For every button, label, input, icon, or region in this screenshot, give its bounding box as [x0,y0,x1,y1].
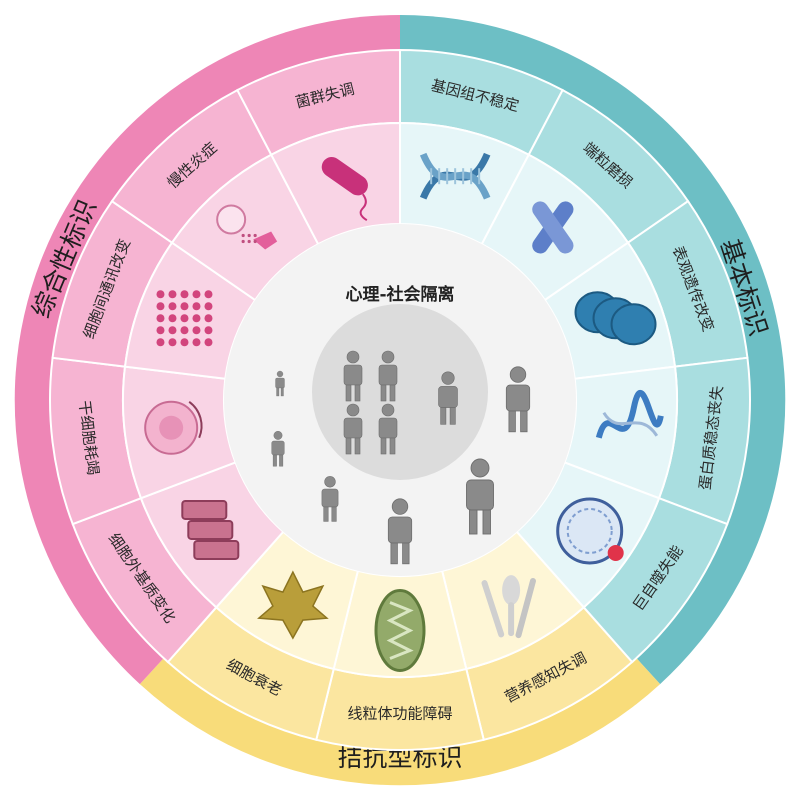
person-figure [505,366,531,433]
chromosome-icon [532,201,574,254]
person-figure [387,498,413,565]
center-disc: 心理-社会隔离 [224,224,576,576]
nucleosome-icon [574,291,657,346]
person-figure [378,350,398,402]
autophagosome-icon [556,497,624,565]
inflammation-cell-icon [216,204,278,250]
segment-icons [144,152,664,672]
person-figure [343,350,363,402]
person-figure [271,430,285,467]
dna-helix-icon [419,152,491,200]
people-figures [271,350,531,565]
protein-fold-icon [595,389,664,439]
center-title: 心理-社会隔离 [345,284,454,305]
person-figure [321,476,339,522]
withered-leaf-icon [257,570,329,640]
mitochondrion-icon [374,589,426,672]
person-figure [438,371,458,425]
isolation-circle [312,304,488,480]
person-figure [466,458,494,535]
person-figure [275,370,285,397]
extracellular-matrix-icon [181,499,240,560]
cutlery-icon [481,575,536,639]
bacterium-icon [321,157,368,222]
cell-network-icon [156,290,213,347]
segment-label: 线粒体功能障碍 [347,705,452,723]
person-figure [343,403,363,455]
person-figure [378,403,398,455]
stem-cell-icon [144,400,203,455]
segment-wedges [49,48,751,751]
